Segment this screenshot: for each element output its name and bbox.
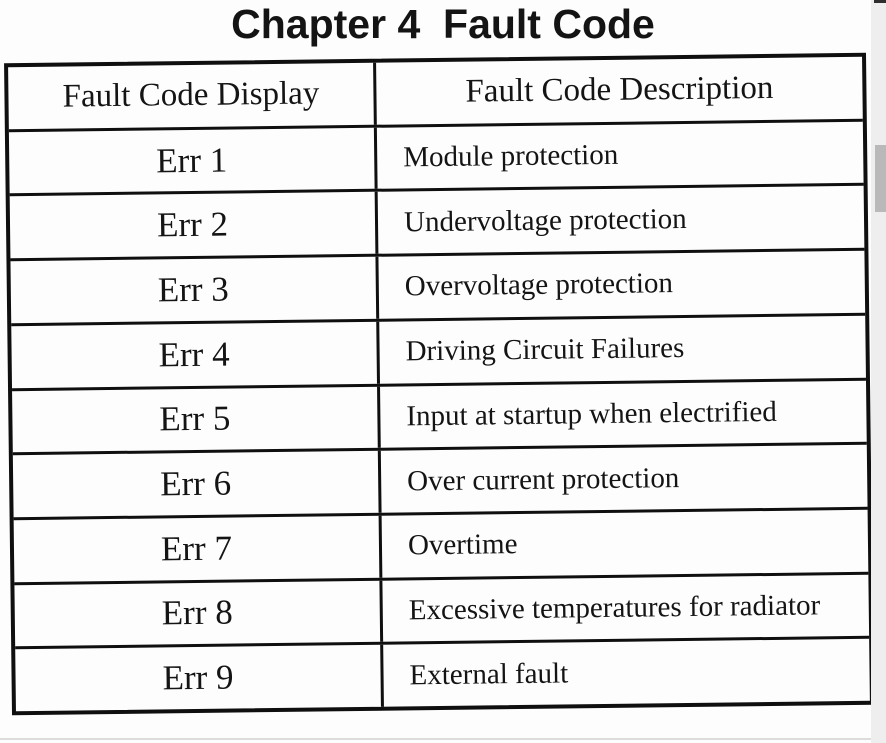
table-row: Err 2 Undervoltage protection <box>9 186 865 262</box>
column-header-fault-code-display: Fault Code Display <box>8 62 377 129</box>
column-header-fault-code-description: Fault Code Description <box>465 70 774 110</box>
fault-code-cell: Err 9 <box>15 645 384 712</box>
table-row: Err 3 Overvoltage protection <box>10 250 866 327</box>
fault-code-cell: Err 5 <box>12 386 381 453</box>
scrollbar-top-edge <box>874 0 886 3</box>
fault-code-cell: Err 6 <box>12 450 382 518</box>
scrollbar-track[interactable] <box>871 0 886 743</box>
fault-description-cell: Undervoltage protection <box>403 202 687 239</box>
fault-code-cell: Err 8 <box>14 580 384 647</box>
fault-code-cell: Err 4 <box>11 321 380 388</box>
fault-description-cell: Driving Circuit Failures <box>405 332 685 368</box>
fault-description-cell: Input at startup when electrified <box>406 395 777 433</box>
scrollbar-thumb[interactable] <box>875 145 886 212</box>
table-row: Err 8 Excessive temperatures for radiato… <box>14 574 870 650</box>
table-row: Err 7 Overtime <box>13 509 869 585</box>
fault-code-cell: Err 1 <box>8 127 378 194</box>
table-row: Err 5 Input at startup when electrified <box>12 380 867 456</box>
fault-description-cell: Over current protection <box>406 461 680 497</box>
scan-edge-line <box>0 738 871 740</box>
table-row: Err 9 External fault <box>15 639 870 712</box>
fault-code-table: Fault Code Display Fault Code Descriptio… <box>4 52 874 716</box>
fault-description-cell: External fault <box>409 657 569 692</box>
fault-description-cell: Overtime <box>407 528 518 562</box>
fault-code-cell: Err 7 <box>13 515 383 582</box>
table-header-row: Fault Code Display Fault Code Descriptio… <box>8 56 863 132</box>
fault-description-cell: Excessive temperatures for radiator <box>408 589 821 627</box>
fault-description-cell: Module protection <box>403 138 619 174</box>
table-row: Err 4 Driving Circuit Failures <box>11 315 866 391</box>
table-row: Err 6 Over current protection <box>12 444 868 521</box>
fault-code-cell: Err 3 <box>10 256 380 324</box>
fault-description-cell: Overvoltage protection <box>404 267 674 303</box>
table-row: Err 1 Module protection <box>8 121 864 197</box>
page-title: Chapter 4 Fault Code <box>231 1 655 47</box>
fault-code-cell: Err 2 <box>9 192 379 259</box>
